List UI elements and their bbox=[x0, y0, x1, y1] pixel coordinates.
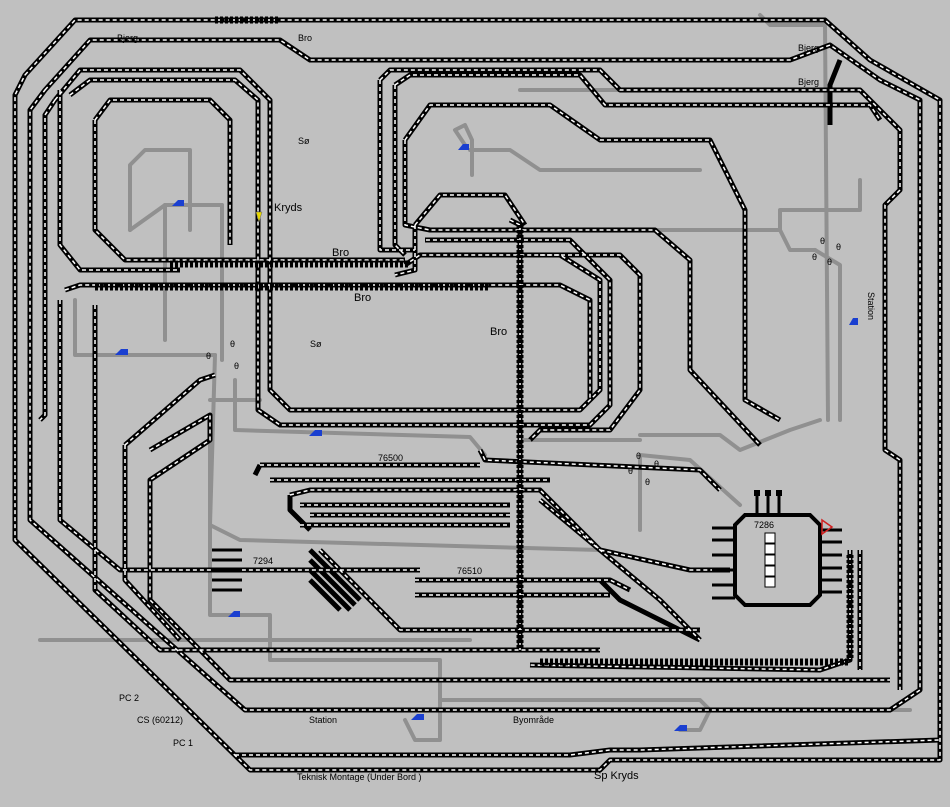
label-bro: Bro bbox=[490, 326, 508, 338]
label-so: Sø bbox=[310, 339, 322, 349]
track-inactive[interactable] bbox=[778, 178, 862, 232]
track-inactive[interactable] bbox=[128, 148, 192, 232]
train-markers bbox=[115, 144, 858, 731]
train-marker-icon[interactable] bbox=[115, 349, 128, 355]
turntable[interactable] bbox=[712, 490, 842, 607]
label-byomraade: Byområde bbox=[513, 715, 555, 725]
signal-icon[interactable] bbox=[255, 211, 263, 223]
track-active[interactable] bbox=[413, 192, 528, 227]
track-active[interactable] bbox=[92, 120, 405, 263]
track-active[interactable] bbox=[12, 17, 943, 773]
track-active[interactable] bbox=[402, 140, 762, 447]
label-cs: CS (60212) bbox=[137, 715, 184, 725]
label-bro: Bro bbox=[332, 247, 350, 259]
track-inactive[interactable] bbox=[208, 438, 442, 702]
track-inactive[interactable] bbox=[638, 453, 742, 507]
turnout-icon[interactable]: θ bbox=[230, 339, 236, 349]
label-pc1: PC 1 bbox=[173, 738, 194, 748]
train-marker-icon[interactable] bbox=[458, 144, 469, 150]
label-76510: 76510 bbox=[457, 566, 483, 576]
turnout-icon[interactable]: θ bbox=[636, 451, 642, 461]
turntable-body[interactable] bbox=[733, 513, 822, 607]
label-station: Station bbox=[309, 715, 338, 725]
label-bjerg: Bjerg bbox=[798, 77, 820, 87]
track-inactive[interactable] bbox=[73, 298, 217, 357]
track-inactive[interactable] bbox=[813, 248, 842, 422]
track-active[interactable] bbox=[287, 495, 312, 532]
turnout-icon[interactable]: θ bbox=[234, 361, 240, 371]
label-station-vertical: Station bbox=[866, 292, 876, 321]
track-inactive[interactable] bbox=[758, 13, 830, 422]
track-active[interactable] bbox=[64, 282, 593, 400]
label-sp-kryds: Sp Kryds bbox=[594, 770, 639, 782]
turnout-icon[interactable]: θ bbox=[827, 257, 833, 267]
track-inactive[interactable] bbox=[128, 203, 224, 232]
turntable-arrow-icon[interactable] bbox=[821, 518, 834, 536]
train-marker-icon[interactable] bbox=[309, 430, 322, 436]
turnout-icon[interactable]: θ bbox=[628, 466, 634, 476]
track-active[interactable] bbox=[27, 37, 923, 713]
track-active[interactable] bbox=[827, 59, 843, 125]
track-inactive[interactable] bbox=[403, 698, 442, 742]
label-bro: Bro bbox=[298, 33, 313, 43]
label-kryds: Kryds bbox=[274, 202, 303, 214]
track-inactive[interactable] bbox=[233, 378, 487, 457]
bridge-segments bbox=[95, 16, 854, 666]
label-7286: 7286 bbox=[754, 520, 775, 530]
label-teknisk-montage: Teknisk Montage (Under Bord ) bbox=[297, 772, 422, 782]
track-active[interactable] bbox=[57, 90, 180, 273]
turnout-icon[interactable]: θ bbox=[645, 477, 651, 487]
siding-stubs-7294 bbox=[212, 548, 242, 592]
turnout-icon[interactable]: θ bbox=[836, 242, 842, 252]
label-so: Sø bbox=[298, 136, 310, 146]
turnout-icon[interactable]: θ bbox=[820, 236, 826, 246]
turnout-icon[interactable]: θ bbox=[654, 459, 660, 469]
track-active[interactable] bbox=[308, 568, 352, 612]
label-pc2: PC 2 bbox=[119, 693, 140, 703]
track-active[interactable] bbox=[252, 463, 263, 477]
turnout-icon[interactable]: θ bbox=[206, 351, 212, 361]
label-7294: 7294 bbox=[253, 556, 274, 566]
track-active[interactable] bbox=[123, 372, 216, 447]
track-active[interactable] bbox=[289, 487, 730, 573]
track-active[interactable] bbox=[308, 578, 342, 612]
label-76500: 76500 bbox=[378, 453, 404, 463]
label-bro: Bro bbox=[354, 292, 372, 304]
turnout-icon[interactable]: θ bbox=[812, 252, 818, 262]
train-marker-icon[interactable] bbox=[411, 714, 424, 720]
track-inactive[interactable] bbox=[638, 418, 822, 452]
train-marker-icon[interactable] bbox=[172, 200, 184, 206]
track-active[interactable] bbox=[38, 98, 58, 422]
track-active[interactable] bbox=[308, 558, 357, 607]
active-tracks bbox=[12, 17, 943, 773]
track-active[interactable] bbox=[598, 578, 702, 643]
track-inactive[interactable] bbox=[653, 228, 817, 252]
train-marker-icon[interactable] bbox=[228, 611, 240, 617]
track-active[interactable] bbox=[93, 97, 233, 245]
label-bjerg: Bjerg bbox=[798, 43, 820, 53]
train-marker-icon[interactable] bbox=[674, 725, 687, 731]
label-bjerg: Bjerg bbox=[117, 33, 139, 43]
train-marker-icon[interactable] bbox=[849, 318, 858, 325]
turntable-icon bbox=[764, 532, 776, 588]
track-active[interactable] bbox=[538, 498, 702, 642]
track-active[interactable] bbox=[308, 548, 362, 602]
track-inactive[interactable] bbox=[468, 148, 702, 172]
